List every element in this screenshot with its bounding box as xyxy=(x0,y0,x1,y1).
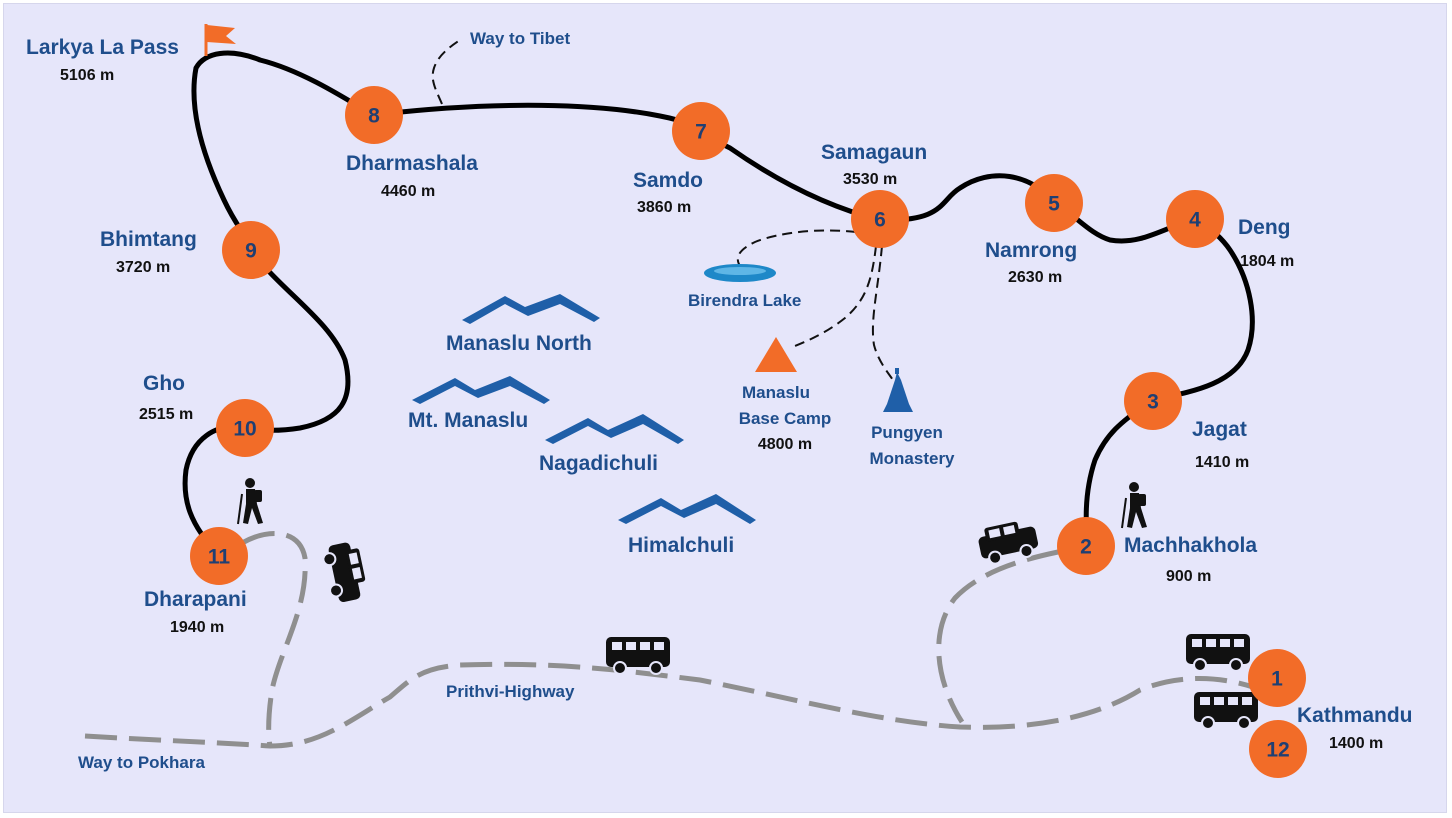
stop-8-number: 8 xyxy=(368,105,380,128)
stop-5-altitude: 2630 m xyxy=(1008,269,1062,286)
way-to-tibet-label: Way to Tibet xyxy=(470,29,570,48)
mountain-icon xyxy=(412,376,550,404)
manaslu-base-camp: Manaslu Base Camp 4800 m xyxy=(739,337,832,453)
monastery-label-line2: Monastery xyxy=(869,449,955,468)
larkya-pass-altitude: 5106 m xyxy=(60,67,114,84)
stop-1: 1 xyxy=(1248,649,1306,707)
base-camp-label-line1: Manaslu xyxy=(742,383,810,402)
stop-9-number: 9 xyxy=(245,240,257,263)
stop-2-altitude: 900 m xyxy=(1166,568,1211,585)
mountain-mt-manaslu xyxy=(412,376,550,404)
bus-icon xyxy=(1193,691,1259,730)
birendra-lake-trail xyxy=(736,229,857,267)
hiker-icon xyxy=(1121,481,1148,529)
stop-10-number: 10 xyxy=(233,418,256,441)
stop-6: 6 xyxy=(851,190,909,248)
stop-12-number: 12 xyxy=(1266,739,1289,762)
monastery-trail xyxy=(871,245,894,381)
larkya-pass-name: Larkya La Pass xyxy=(26,36,179,59)
stop-12: 12 xyxy=(1249,720,1307,778)
stop-10: 10 xyxy=(216,399,274,457)
stop-1-number: 1 xyxy=(1271,668,1283,691)
stop-4-number: 4 xyxy=(1189,209,1201,232)
mountain-icon xyxy=(618,494,756,524)
stop-11: 11 xyxy=(190,527,248,585)
stop-4: 4 xyxy=(1166,190,1224,248)
monastery-icon xyxy=(883,372,913,412)
stop-6-altitude: 3530 m xyxy=(843,171,897,188)
stop-7-name: Samdo xyxy=(633,169,703,192)
stop-9: 9 xyxy=(222,221,280,279)
mountain-icon xyxy=(545,414,684,444)
prithvi-highway-road xyxy=(84,661,1257,749)
stop-7: 7 xyxy=(672,102,730,160)
bus-icon xyxy=(1185,633,1251,672)
stop-3-altitude: 1410 m xyxy=(1195,454,1249,471)
stop-7-number: 7 xyxy=(695,121,707,144)
machhakhola-road xyxy=(936,549,1059,724)
mountain-label-himalchuli: Himalchuli xyxy=(628,534,734,557)
base-camp-altitude: 4800 m xyxy=(758,436,812,453)
stop-1-name: Kathmandu xyxy=(1297,704,1413,727)
stop-4-name: Deng xyxy=(1238,216,1291,239)
stop-11-name: Dharapani xyxy=(144,588,247,611)
mountain-icon xyxy=(462,294,600,324)
mountain-label-nagadichuli: Nagadichuli xyxy=(539,452,658,475)
stop-5-name: Namrong xyxy=(985,239,1077,262)
stop-8-altitude: 4460 m xyxy=(381,183,435,200)
birendra-lake-label: Birendra Lake xyxy=(688,291,801,310)
tibet-trail xyxy=(431,39,461,105)
flag-icon xyxy=(204,24,236,56)
dharapani-road xyxy=(242,531,308,747)
mountain-nagadichuli xyxy=(545,414,684,444)
stop-6-name: Samagaun xyxy=(821,141,927,164)
stop-2: 2 xyxy=(1057,517,1115,575)
stop-2-name: Machhakhola xyxy=(1124,534,1257,557)
pungyen-monastery: Pungyen Monastery xyxy=(869,368,955,468)
mountain-label-manaslu-north: Manaslu North xyxy=(446,332,592,355)
stop-5-number: 5 xyxy=(1048,193,1060,216)
mountain-manaslu-north xyxy=(462,294,600,324)
triangle-icon xyxy=(755,337,797,372)
stop-2-number: 2 xyxy=(1080,536,1092,559)
bus-icon xyxy=(605,636,671,675)
stop-3: 3 xyxy=(1124,372,1182,430)
prithvi-highway-label: Prithvi-Highway xyxy=(446,682,575,701)
stop-9-altitude: 3720 m xyxy=(116,259,170,276)
stop-3-name: Jagat xyxy=(1192,418,1247,441)
stop-5: 5 xyxy=(1025,174,1083,232)
jeep-icon xyxy=(319,539,371,606)
stop-3-number: 3 xyxy=(1147,391,1159,414)
hiker-icon xyxy=(237,477,264,525)
stop-9-name: Bhimtang xyxy=(100,228,197,251)
monastery-label-line1: Pungyen xyxy=(871,423,943,442)
base-camp-trail xyxy=(789,245,877,349)
mountain-himalchuli xyxy=(618,494,756,524)
stop-8: 8 xyxy=(345,86,403,144)
base-camp-label-line2: Base Camp xyxy=(739,409,832,428)
stop-10-altitude: 2515 m xyxy=(139,406,193,423)
mountain-label-mt-manaslu: Mt. Manaslu xyxy=(408,409,528,432)
stop-8-name: Dharmashala xyxy=(346,152,478,175)
way-to-pokhara-label: Way to Pokhara xyxy=(78,753,205,772)
birendra-lake: Birendra Lake xyxy=(688,264,801,310)
stop-7-altitude: 3860 m xyxy=(637,199,691,216)
stop-6-number: 6 xyxy=(874,209,886,232)
stop-10-name: Gho xyxy=(143,372,185,395)
stop-11-altitude: 1940 m xyxy=(170,619,224,636)
stop-4-altitude: 1804 m xyxy=(1240,253,1294,270)
stop-1-altitude: 1400 m xyxy=(1329,735,1383,752)
stop-11-number: 11 xyxy=(208,546,231,569)
